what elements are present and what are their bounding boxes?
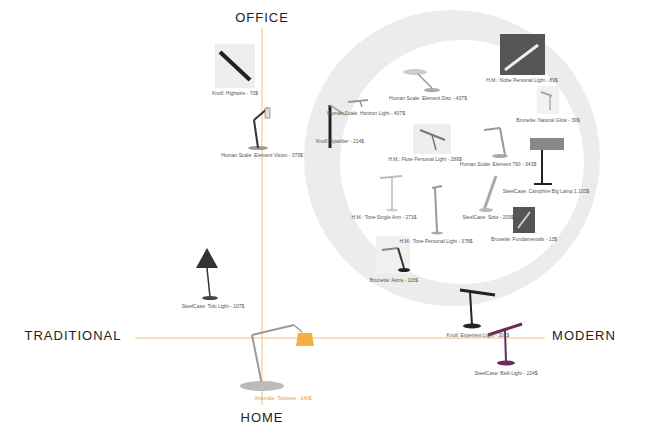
lamp-caption: Artemide: Tolomeo - 240$ [254,395,311,401]
lamp-caption: Brunette: Natural Glow - 39$ [516,117,579,123]
lamp-caption: SteelCase: Soto - 209$ [462,214,514,220]
lamp-caption: Human Scale: Element Vision - 379$ [221,152,303,158]
lamp-caption: H.M.: Tone Single Arm - 271$ [351,214,416,220]
lamp-caption: H.M.: Nobe Personal Light - 89$ [486,77,557,83]
lamp-caption: H.M.: Flute Personal Light - 289$ [388,156,461,162]
lamp-caption: H.M.: Tone Personal Light - 378$ [399,238,472,244]
lamp-caption: Brunette: Astra - 116$ [370,277,418,283]
axis-label: OFFICE [235,10,289,25]
lamp-caption: SteelCase: Camphire Big Lamp 1,103$ [503,188,590,194]
lamp-caption: SteelCase: Tolo Light - 107$ [182,303,245,309]
axis-label: HOME [241,410,284,425]
lamp-caption: Human Scale: Horizon Light - 407$ [327,110,405,116]
lamp-caption: SteelCase: Belli Light - 224$ [474,370,537,376]
lamp-caption: Brunette: Fundamentals - 13$ [491,236,557,242]
axis-label: MODERN [552,328,616,343]
lamp-caption: Human Scale: Element 790 - 343$ [460,161,536,167]
lamp-caption: Knoll: Highwire - 70$ [212,90,258,96]
lamp-caption: Human Scale: Element Disc - 437$ [389,95,467,101]
lamp-caption: Knoll: Experient Light - 301$ [447,332,510,338]
axis-label: TRADITIONAL [25,328,122,343]
lamp-caption: Knoll: Sparkler - 214$ [316,138,364,144]
